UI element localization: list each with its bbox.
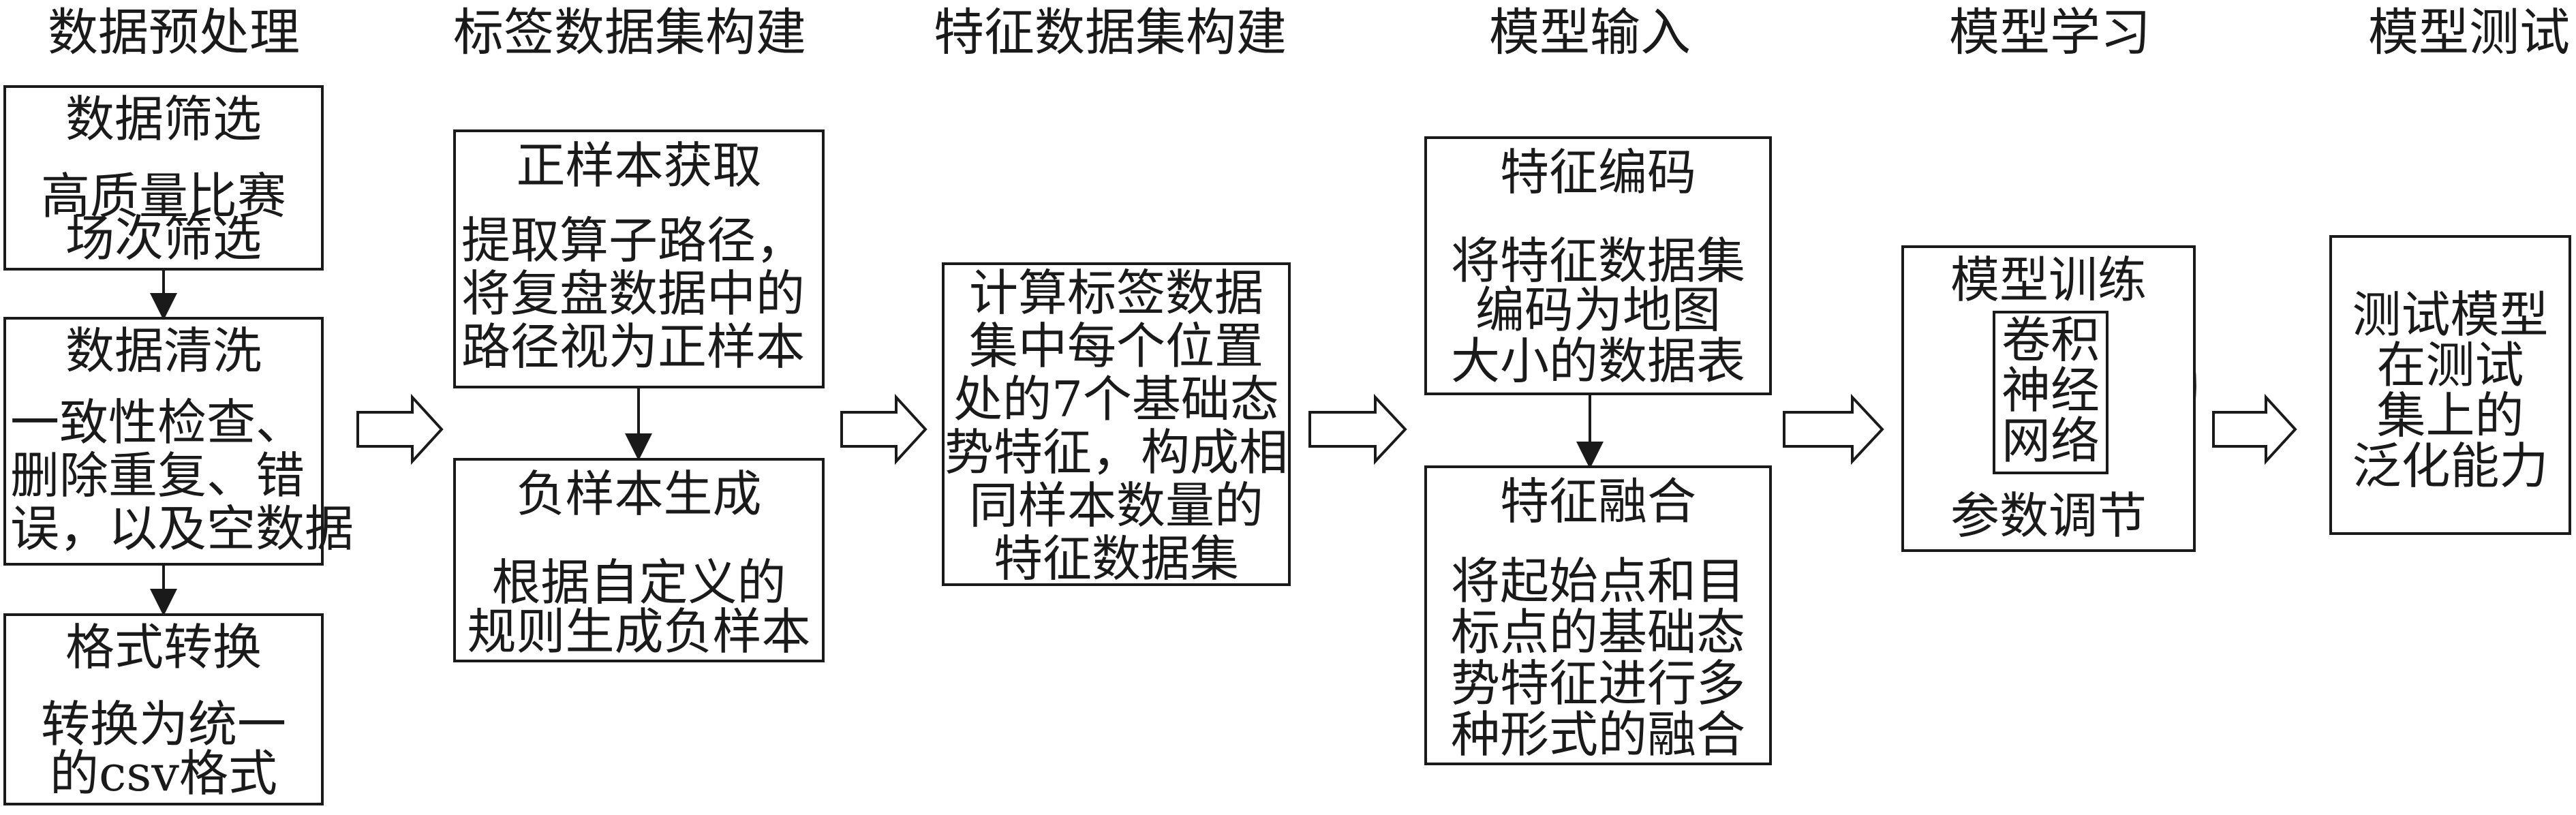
format-line-1: 转换为统一 bbox=[40, 696, 286, 753]
positive-sample-box: 正样本获取 提取算子路径， 将复盘数据中的 路径视为正样本 bbox=[453, 129, 825, 388]
neg-title: 负样本生成 bbox=[516, 465, 762, 523]
clean-line-1: 一致性检查、 bbox=[10, 394, 305, 451]
cnn-line-3: 网络 bbox=[2001, 412, 2100, 470]
feature-fusion-box: 特征融合 将起始点和目 标点的基础态 势特征进行多 种形式的融合 bbox=[1424, 465, 1772, 765]
header-preprocess: 数据预处理 bbox=[48, 3, 300, 62]
fuse-line-2: 标点的基础态 bbox=[1450, 604, 1745, 661]
feature-line-4: 势特征，构成相 bbox=[945, 424, 1289, 481]
model-learning-box: 模型训练 卷积 神经 网络 参数调节 bbox=[1901, 245, 2196, 552]
feature-line-1: 计算标签数据 bbox=[968, 264, 1263, 322]
encode-title: 特征编码 bbox=[1499, 144, 1696, 201]
fuse-line-3: 势特征进行多 bbox=[1450, 655, 1745, 712]
feature-encode-box: 特征编码 将特征数据集 编码为地图 大小的数据表 bbox=[1424, 136, 1772, 395]
train-label: 模型训练 bbox=[1950, 251, 2147, 309]
format-line-2: 的csv格式 bbox=[50, 745, 277, 802]
fuse-line-4: 种形式的融合 bbox=[1450, 706, 1745, 763]
header-label-build: 标签数据集构建 bbox=[453, 3, 806, 62]
filter-title: 数据筛选 bbox=[65, 91, 262, 148]
header-model-test: 模型测试 bbox=[2368, 3, 2570, 62]
clean-box: 数据清洗 一致性检查、 删除重复、错 误，以及空数据 bbox=[3, 317, 354, 566]
encode-line-2: 编码为地图 bbox=[1475, 281, 1721, 339]
stage-arrow-2 bbox=[840, 393, 927, 465]
filter-box: 数据筛选 高质量比赛 场次筛选 bbox=[3, 85, 324, 271]
neg-line-1: 根据自定义的 bbox=[491, 554, 786, 611]
cnn-line-2: 神经 bbox=[2001, 362, 2100, 419]
header-feature-build: 特征数据集构建 bbox=[934, 3, 1287, 62]
format-box: 格式转换 转换为统一 的csv格式 bbox=[3, 613, 324, 805]
negative-sample-box: 负样本生成 根据自定义的 规则生成负样本 bbox=[453, 458, 825, 662]
test-line-1: 测试模型 bbox=[2352, 286, 2549, 343]
feature-dataset-box: 计算标签数据 集中每个位置 处的7个基础态 势特征，构成相 同样本数量的 特征数… bbox=[942, 262, 1291, 587]
feature-line-6: 特征数据集 bbox=[993, 530, 1239, 587]
cnn-line-1: 卷积 bbox=[2001, 311, 2100, 369]
fuse-line-1: 将起始点和目 bbox=[1450, 553, 1745, 610]
feature-line-5: 同样本数量的 bbox=[968, 477, 1263, 534]
model-test-box: 测试模型 在测试 集上的 泛化能力 bbox=[2329, 235, 2571, 535]
test-line-4: 泛化能力 bbox=[2352, 437, 2549, 495]
stage-arrow-5 bbox=[2212, 393, 2297, 465]
stage-arrow-4 bbox=[1783, 393, 1884, 465]
test-line-3: 集上的 bbox=[2376, 387, 2524, 444]
filter-line-1: 高质量比赛 bbox=[40, 168, 286, 225]
clean-line-2: 删除重复、错 bbox=[10, 447, 305, 504]
pos-line-2: 将复盘数据中的 bbox=[461, 265, 806, 322]
stage-arrow-1 bbox=[356, 393, 444, 465]
header-model-learn: 模型学习 bbox=[1949, 3, 2151, 62]
pos-line-1: 提取算子路径， bbox=[461, 212, 806, 269]
encode-line-3: 大小的数据表 bbox=[1450, 333, 1745, 390]
filter-line-2: 场次筛选 bbox=[65, 210, 262, 267]
format-title: 格式转换 bbox=[65, 619, 262, 676]
clean-line-3: 误，以及空数据 bbox=[10, 500, 354, 557]
fuse-title: 特征融合 bbox=[1499, 473, 1696, 530]
feature-line-2: 集中每个位置 bbox=[968, 318, 1263, 375]
tune-label: 参数调节 bbox=[1950, 487, 2147, 544]
feature-line-3: 处的7个基础态 bbox=[953, 371, 1279, 428]
clean-title: 数据清洗 bbox=[65, 322, 262, 380]
stage-arrow-3 bbox=[1308, 393, 1407, 465]
encode-line-1: 将特征数据集 bbox=[1450, 232, 1745, 290]
neg-line-2: 规则生成负样本 bbox=[467, 603, 811, 660]
pos-line-3: 路径视为正样本 bbox=[461, 318, 806, 375]
test-line-2: 在测试 bbox=[2376, 337, 2524, 394]
cnn-box: 卷积 神经 网络 bbox=[1993, 311, 2109, 474]
header-model-input: 模型输入 bbox=[1489, 3, 1691, 62]
pos-title: 正样本获取 bbox=[516, 137, 762, 194]
